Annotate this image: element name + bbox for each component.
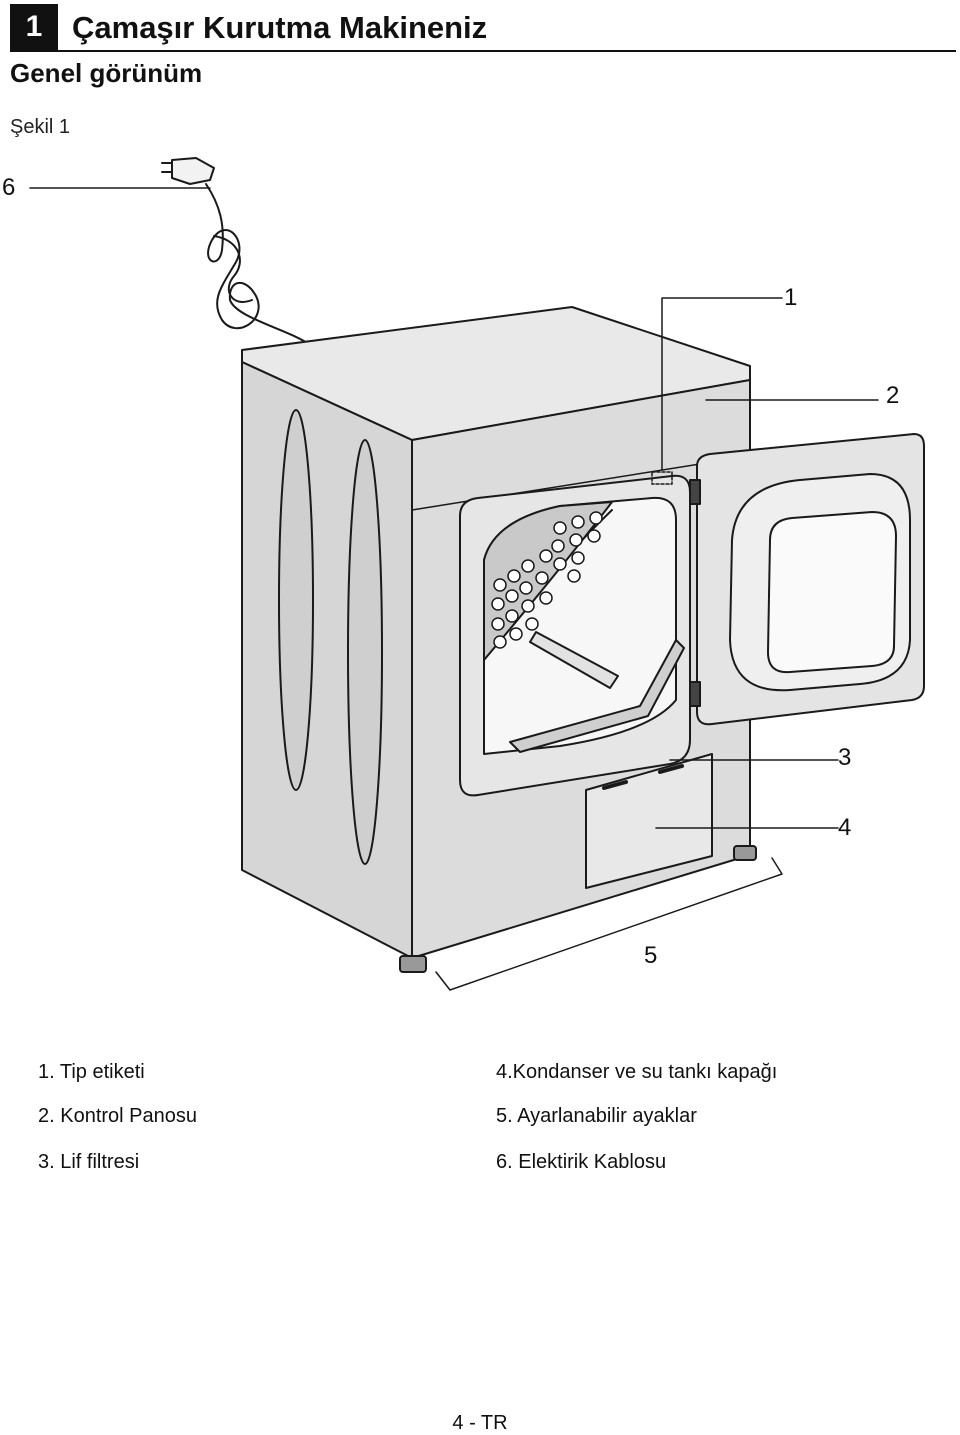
dryer-illustration: [29, 157, 925, 991]
legend-item-2: 2. Kontrol Panosu: [38, 1105, 197, 1127]
type-label: [651, 471, 673, 485]
adjustable-foot-right: [733, 845, 757, 861]
callout-5: 5: [644, 942, 658, 969]
callout-4: 4: [838, 814, 852, 841]
condenser-cover: [585, 753, 713, 889]
section-subtitle: Genel görünüm: [10, 58, 203, 88]
dryer-side-panel: [241, 361, 413, 959]
power-cord: [161, 157, 311, 346]
section-number-badge: 1: [10, 4, 58, 50]
page-title: Çamaşır Kurutma Makineniz: [72, 10, 488, 45]
adjustable-foot-left: [399, 955, 427, 973]
callout-2: 2: [886, 382, 900, 409]
lint-filter: [509, 639, 685, 753]
callout-3: 3: [838, 744, 852, 771]
callout-6: 6: [2, 174, 16, 201]
legend-item-6: 6. Elektirik Kablosu: [496, 1151, 667, 1173]
legend-item-4: 4.Kondanser ve su tankı kapağı: [496, 1061, 778, 1083]
callout-1: 1: [784, 284, 798, 311]
page-number: 4 - TR: [452, 1412, 508, 1434]
legend-item-1: 1. Tip etiketi: [38, 1061, 145, 1083]
section-header: 1 Çamaşır Kurutma Makineniz: [10, 4, 956, 52]
legend-item-5: 5. Ayarlanabilir ayaklar: [496, 1105, 697, 1127]
legend-item-3: 3. Lif filtresi: [38, 1151, 140, 1173]
figure-label: Şekil 1: [10, 116, 71, 138]
